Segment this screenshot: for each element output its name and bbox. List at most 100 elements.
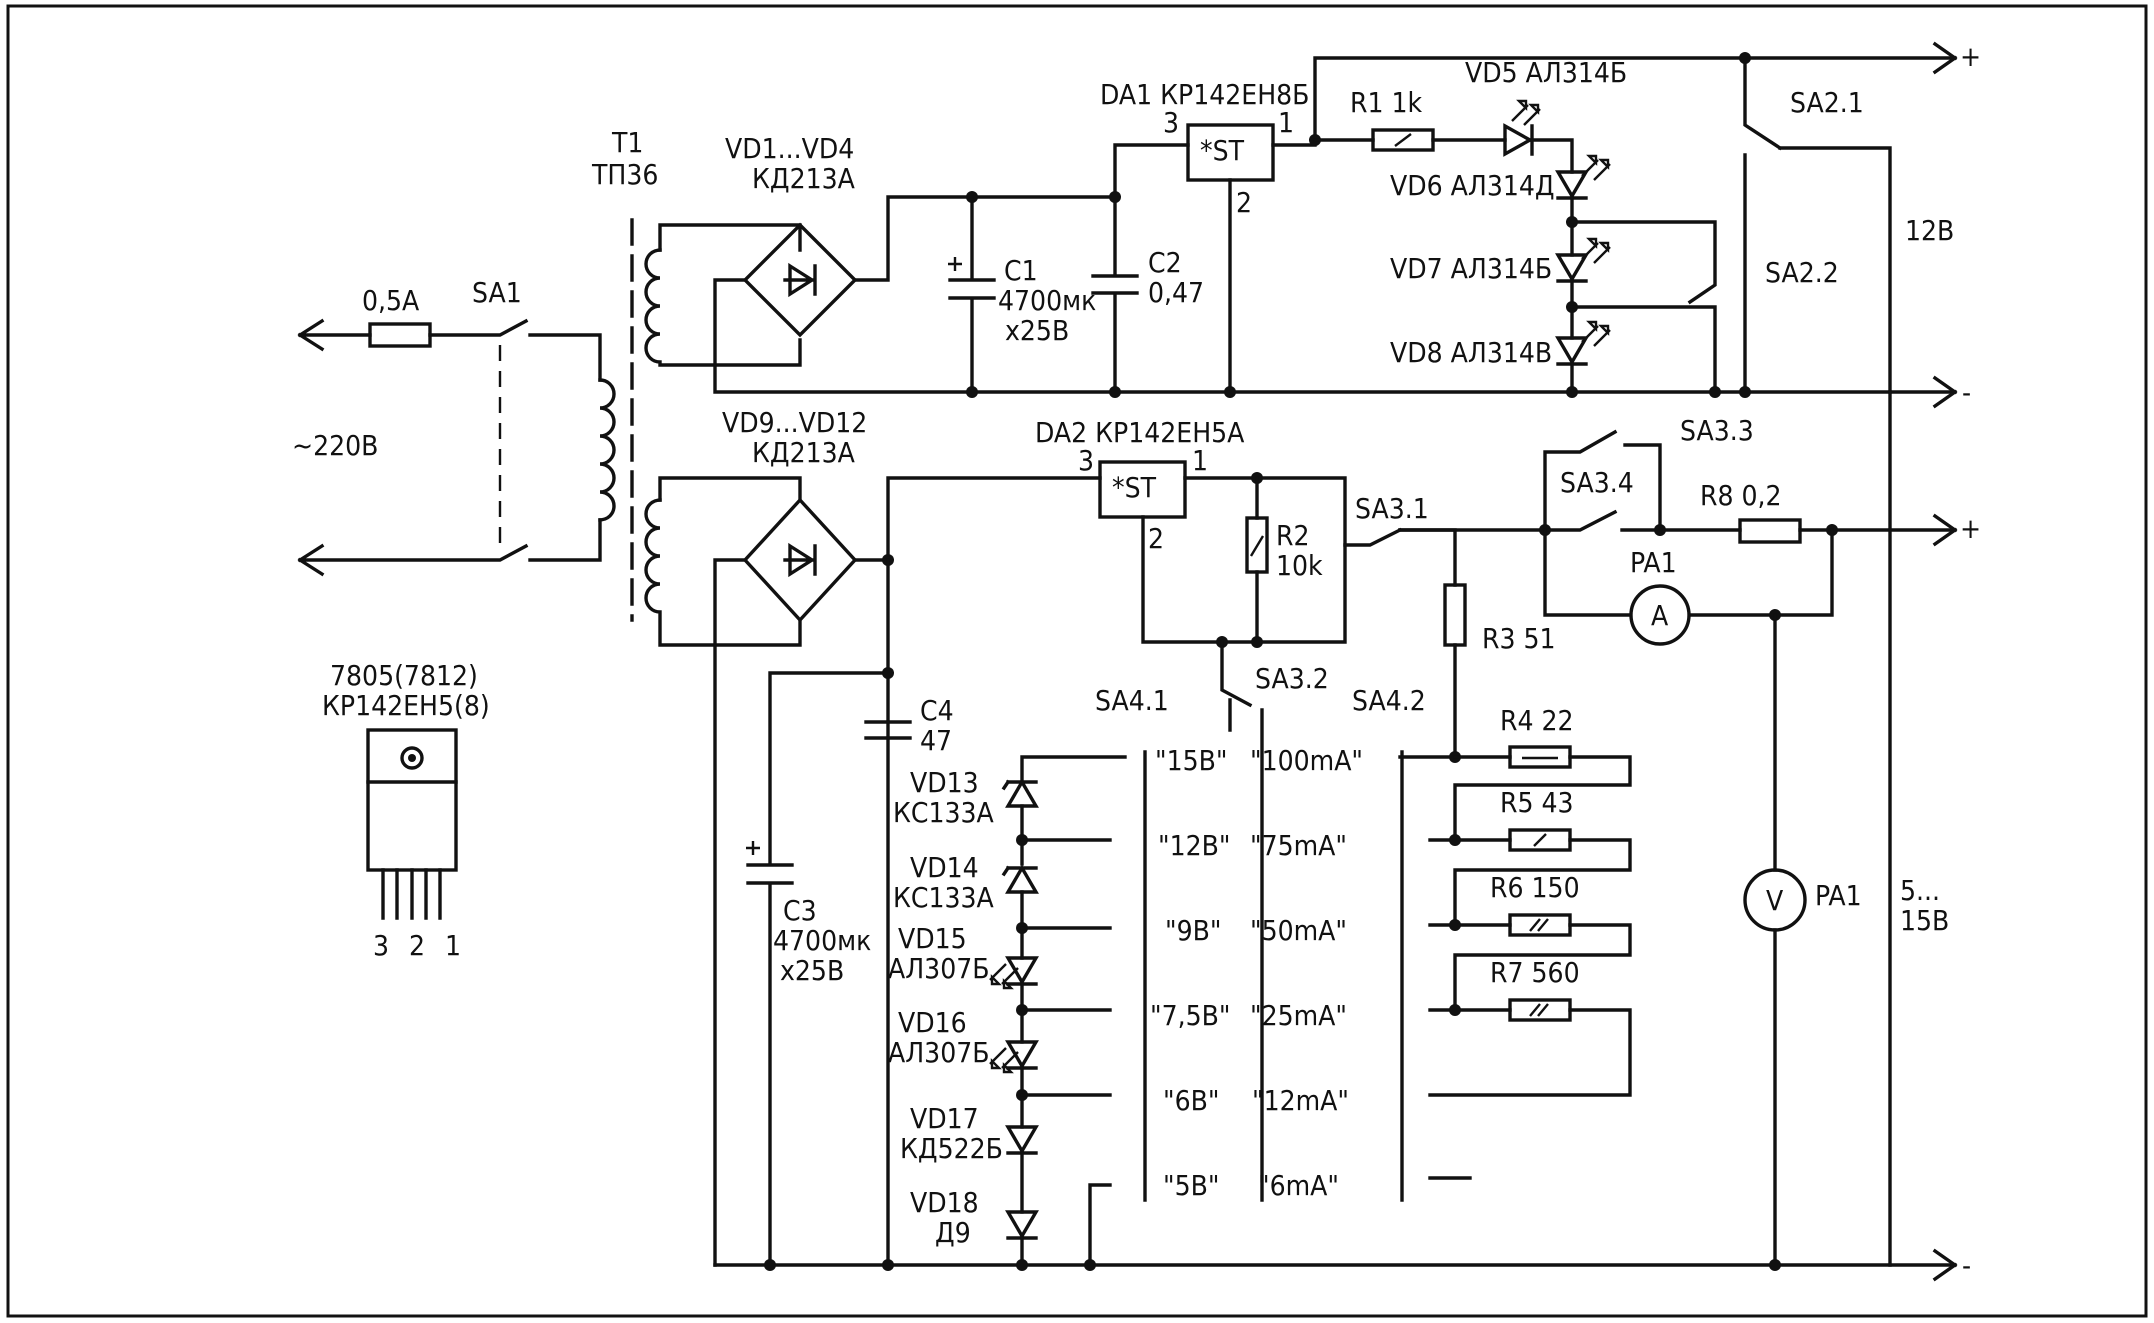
capacitor-c1: C1 4700мк x25В [948,195,1096,394]
current-positions: "100mA" "75mA" "50mA" "25mA" "12mA" "6mA… [1250,744,1363,1202]
fuse-label: 0,5A [362,284,420,317]
adj-output-label-1: 5... [1900,874,1940,907]
r6-label: R6 150 [1490,871,1580,904]
r4-label: R4 22 [1500,704,1574,737]
c3-voltage: x25В [780,954,844,987]
sa1-label: SA1 [472,276,522,309]
capacitor-c3: C3 4700мк x25В [746,671,890,1267]
output-terminal-top-plus: + [1932,40,1981,75]
vd8-label: VD8 АЛ314В [1390,336,1552,369]
da2-label: DA2 КР142ЕН5А [1035,416,1245,449]
vd6-label: VD6 АЛ314Д [1390,169,1555,202]
resistor-r5: R5 43 [1500,786,1574,852]
vd18-ref: VD18 [910,1186,979,1219]
package-line1: 7805(7812) [330,659,478,692]
r5-label: R5 43 [1500,786,1574,819]
output-terminal-bottom-plus: + [1932,512,1981,547]
voltage-position: "6В" [1163,1084,1219,1117]
sa3-2-label: SA3.2 [1255,662,1329,695]
da1-label: DA1 КР142ЕН8Б [1100,78,1309,111]
voltage-position: "7,5В" [1150,999,1231,1032]
output-terminal-bottom-minus: - [1932,1248,1971,1282]
da2-pin-out: 1 [1192,444,1208,477]
vd14-type: КС133А [893,881,995,914]
bridge-vd9-vd12: VD9...VD12 КД213А [722,406,867,623]
transformer-t1: T1 ТП36 [591,126,802,647]
resistor-r3: R3 51 [1443,583,1556,759]
capacitor-c2: C2 0,47 [1091,195,1204,394]
voltmeter-ref: PA1 [1815,879,1862,912]
svg-text:+: + [1960,40,1981,73]
c1-ref: C1 [1004,254,1038,287]
sa4-2-label: SA4.2 [1352,684,1426,717]
ammeter-symbol: A [1651,599,1669,632]
r2-value: 10k [1276,549,1323,582]
r1-label: R1 1k [1350,86,1423,119]
c4-value: 47 [920,724,952,757]
current-position: "25mA" [1250,999,1347,1032]
fuse [368,322,432,348]
zener-vd13: VD13 КС133А [893,766,1039,829]
vd17-type: КД522Б [900,1132,1003,1165]
vd16-ref: VD16 [898,1006,967,1039]
vd16-type: АЛ307Б [888,1036,990,1069]
led-vd7: VD7 АЛ314Б [1390,237,1612,285]
vd18-type: Д9 [935,1216,971,1249]
ammeter-pa1: A PA1 [1543,528,1834,646]
vd13-ref: VD13 [910,766,979,799]
regulator-da2: *ST DA2 КР142ЕН5А 3 1 2 [1035,416,1347,644]
voltage-position: "9В" [1165,914,1221,947]
switch-sa2-1 [1743,56,1892,394]
voltmeter-pa1: V PA1 [1743,613,1862,1267]
bridge2-ref: VD9...VD12 [722,406,867,439]
vd13-type: КС133А [893,796,995,829]
t1-type: ТП36 [591,158,658,191]
sa3-3-label: SA3.3 [1680,414,1754,447]
output-terminal-top-minus: - [1932,375,1971,409]
ammeter-ref: PA1 [1630,546,1677,579]
vd14-ref: VD14 [910,851,979,884]
bridge-vd1-vd4: VD1...VD4 КД213А [725,132,858,338]
sa3-4-label: SA3.4 [1560,466,1634,499]
c3-value: 4700мк [773,924,871,957]
mains-voltage-label: ~220В [292,429,378,462]
vd7-label: VD7 АЛ314Б [1390,252,1552,285]
resistor-r8: R8 0,2 [1700,479,1802,544]
regulator-package-pinout: 7805(7812) КР142ЕН5(8) 3 2 1 [322,659,490,962]
frame [6,4,2148,1318]
svg-text:-: - [1962,1249,1971,1282]
sa3-1-label: SA3.1 [1355,492,1429,525]
sa4-1-label: SA4.1 [1095,684,1169,717]
switch-sa3-3: SA3.3 [1543,414,1754,532]
package-line2: КР142ЕН5(8) [322,689,490,722]
resistor-r1: R1 1k [1350,86,1435,152]
da2-pin-in: 3 [1078,444,1094,477]
bridge2-type: КД213А [752,436,856,469]
zener-vd14: VD14 КС133А [893,851,1039,914]
bridge1-type: КД213А [752,162,856,195]
bridge1-ref: VD1...VD4 [725,132,854,165]
vd17-ref: VD17 [910,1102,979,1135]
svg-text:+: + [1960,512,1981,545]
vd5-label: VD5 АЛ314Б [1465,56,1627,89]
voltage-positions: "15В" "12В" "9В" "7,5В" "6В" "5В" [1150,744,1231,1202]
r3-label: R3 51 [1482,622,1556,655]
current-position: "50mA" [1250,914,1347,947]
c2-ref: C2 [1148,246,1182,279]
voltage-position: "12В" [1158,829,1231,862]
adj-output-label-2: 15В [1900,904,1949,937]
svg-text:-: - [1962,376,1971,409]
diode-vd17: VD17 КД522Б [900,1102,1039,1165]
vd15-ref: VD15 [898,922,967,955]
regulator-da1: *ST DA1 КР142ЕН8Б 3 1 2 [1100,78,1309,394]
da1-pin-gnd: 2 [1236,186,1252,219]
switch-sa3-2: SA3.2 [1220,640,1329,1202]
resistor-r4: R4 22 [1500,704,1574,769]
r7-label: R7 560 [1490,956,1580,989]
resistor-r2: R2 10k [1245,476,1323,644]
t1-ref: T1 [611,126,643,159]
da1-pin-in: 3 [1163,106,1179,139]
da1-pin-out: 1 [1278,106,1294,139]
voltage-position: "5В" [1163,1169,1219,1202]
